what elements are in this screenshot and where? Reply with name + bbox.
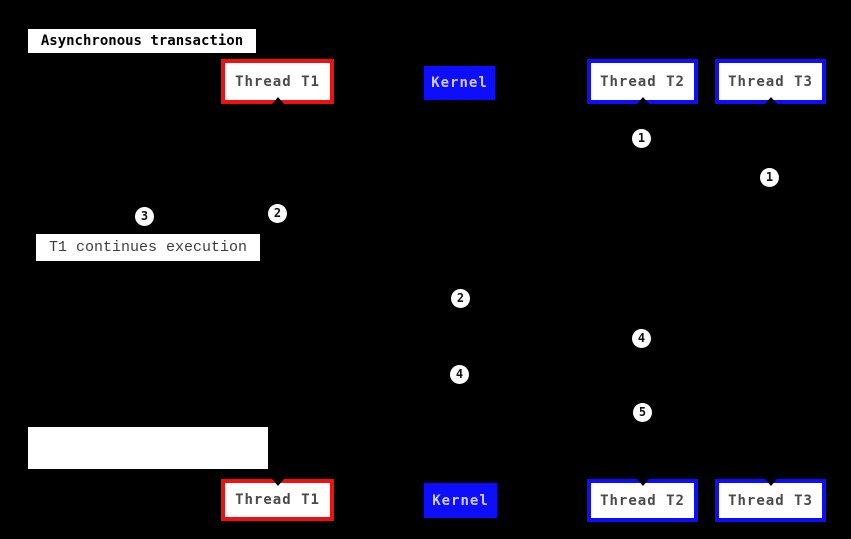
participant-kernel-bottom: Kernel xyxy=(424,483,497,518)
participant-label: Thread T1 xyxy=(235,73,320,90)
sequence-number-badge: 1 xyxy=(632,129,651,148)
participant-thread-t2-top: Thread T2 xyxy=(587,59,698,104)
participant-thread-t1-top: Thread T1 xyxy=(221,59,334,104)
participant-label: Thread T1 xyxy=(235,492,320,508)
participant-thread-t3-top: Thread T3 xyxy=(715,59,826,104)
sequence-number-badge: 5 xyxy=(633,403,652,422)
sequence-number-badge: 1 xyxy=(760,168,779,187)
participant-label: Thread T2 xyxy=(600,492,685,509)
lifeline-arrowhead-icon xyxy=(636,97,649,104)
blank-note-box xyxy=(28,427,268,469)
participant-label: Thread T3 xyxy=(728,73,813,90)
sequence-number-badge: 4 xyxy=(632,329,651,348)
lifeline-arrowhead-icon xyxy=(636,479,649,486)
participant-thread-t1-bottom: Thread T1 xyxy=(221,479,334,521)
sequence-number-badge: 2 xyxy=(268,204,287,223)
participant-thread-t3-bottom: Thread T3 xyxy=(715,479,826,522)
participant-label: Thread T3 xyxy=(728,492,813,509)
participant-thread-t2-bottom: Thread T2 xyxy=(587,479,698,522)
lifeline-arrowhead-icon xyxy=(271,97,284,104)
diagram-title: Asynchronous transaction xyxy=(28,29,256,53)
lifeline-arrowhead-icon xyxy=(764,479,777,486)
sequence-number-badge: 3 xyxy=(135,207,154,226)
participant-label: Thread T2 xyxy=(600,73,685,90)
lifeline-arrowhead-icon xyxy=(764,97,777,104)
lifeline-arrowhead-icon xyxy=(271,479,284,486)
participant-kernel-top: Kernel xyxy=(424,66,495,100)
sequence-number-badge: 2 xyxy=(451,289,470,308)
participant-label: Kernel xyxy=(432,492,489,509)
note-t1-continues-execution: T1 continues execution xyxy=(36,234,260,261)
sequence-number-badge: 4 xyxy=(450,365,469,384)
participant-label: Kernel xyxy=(431,75,488,91)
